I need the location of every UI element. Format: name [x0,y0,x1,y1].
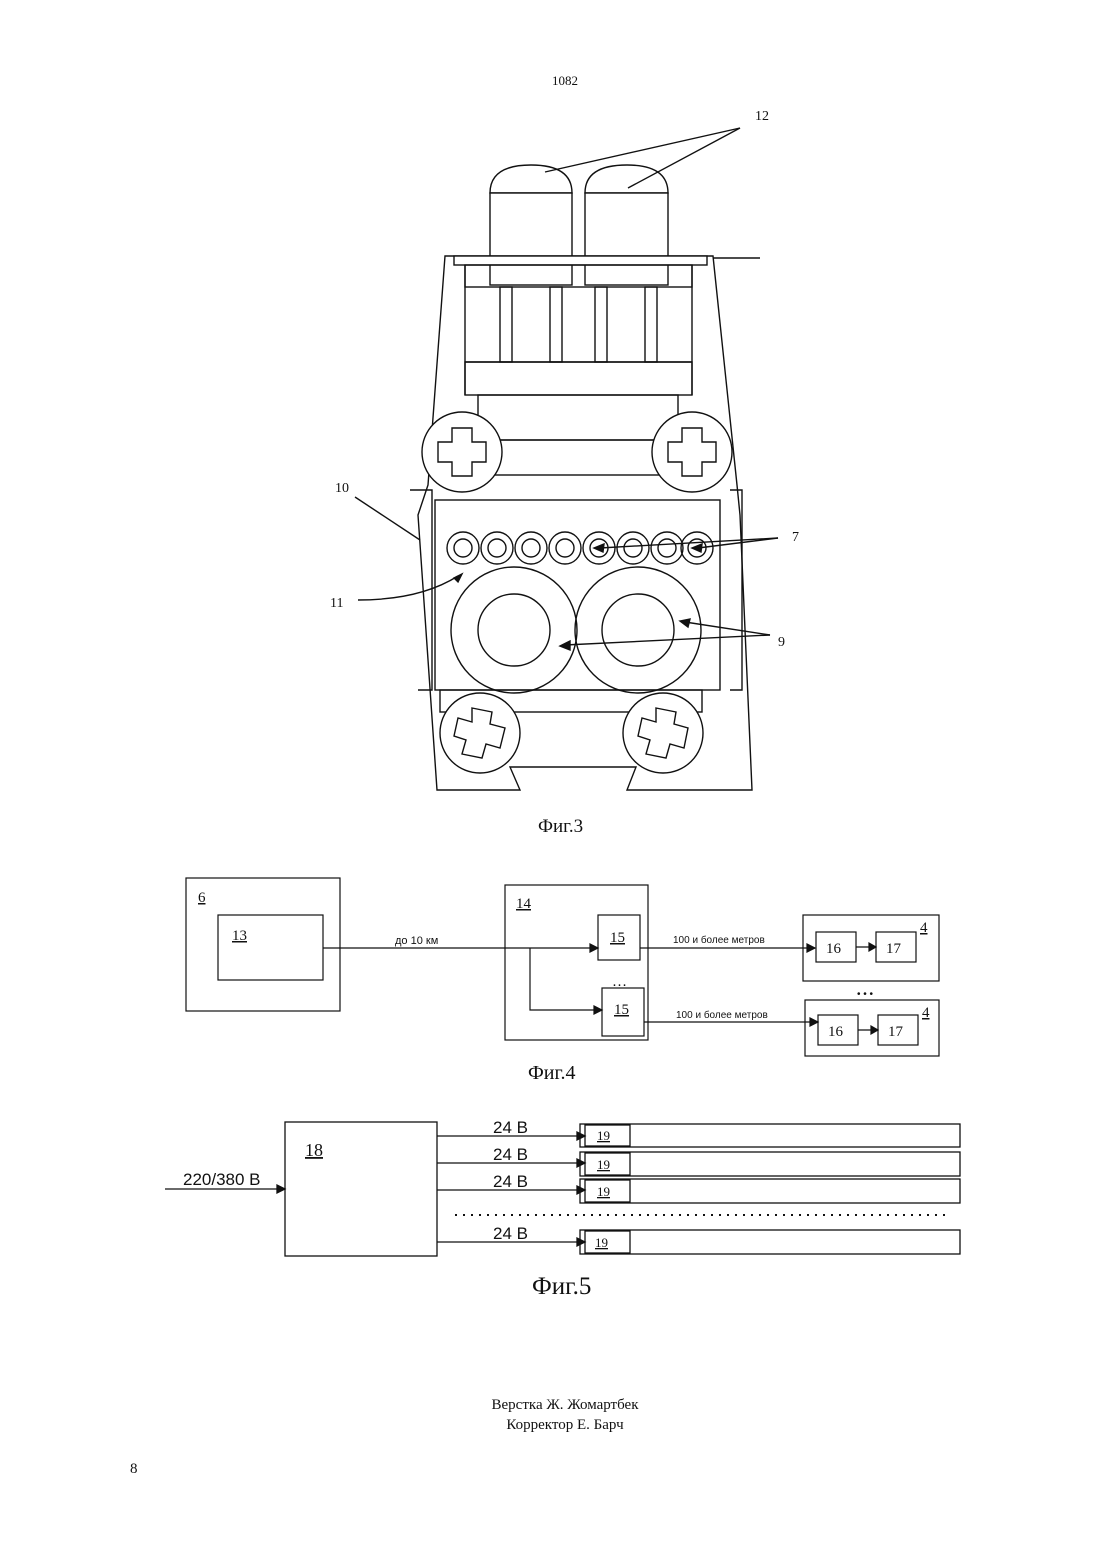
strip-3 [580,1179,960,1203]
branch-to-15 [530,948,602,1010]
label-6: 6 [198,890,206,906]
credits: Верстка Ж. Жомартбек Корректор Е. Барч [350,1395,780,1435]
input-voltage: 220/380 В [183,1170,261,1189]
page-code: 1082 [530,73,600,89]
wheel-bottom-left [440,693,520,773]
distance-top: 100 и более метров [673,934,765,946]
label-17-bottom: 17 [888,1024,904,1040]
distance-bottom: 100 и более метров [676,1009,768,1021]
strip-2 [580,1152,960,1176]
fig3-caption: Фиг.3 [538,816,583,837]
label-15-bottom: 15 [614,1002,629,1018]
top-plate [454,256,707,265]
leader-9a [565,635,770,645]
label-17-top: 17 [886,941,902,957]
label-19-3: 19 [597,1184,610,1199]
voltage-4: 24 В [493,1224,528,1243]
large-roller-right [575,567,701,693]
block-6 [186,878,340,1011]
fig5-caption: Фиг.5 [532,1273,591,1300]
figure-4: 6 13 до 10 км 14 15 15 … 100 и более мет… [150,860,950,1095]
leader-9b [685,622,770,635]
label-15-top: 15 [610,930,625,946]
wheel-top-left [422,412,502,492]
leader-7a [600,538,778,548]
leader-12a [545,128,740,172]
label-10: 10 [335,481,349,496]
voltage-3: 24 В [493,1172,528,1191]
label-16-bottom: 16 [828,1024,844,1040]
block-13 [218,915,323,980]
page-number: 8 [130,1461,138,1478]
label-12: 12 [755,109,769,124]
dots-middle: … [612,974,627,990]
figure-5: 220/380 В 18 24 В 19 24 В 19 24 В 19 24 … [150,1100,980,1305]
dots-right: • • • [857,989,874,1000]
fig4-diagram: 6 13 до 10 км 14 15 15 … 100 и более мет… [150,860,950,1090]
small-rollers [447,532,713,564]
wheel-bottom-right [623,693,703,773]
strip-1 [580,1124,960,1147]
strip-4 [580,1230,960,1254]
label-13: 13 [232,928,247,944]
label-7: 7 [792,530,799,545]
distance-main: до 10 км [395,935,438,947]
wheel-top-right [652,412,732,492]
inner-housing [435,500,720,690]
leader-12b [628,128,740,188]
voltage-2: 24 В [493,1145,528,1164]
cylinder-left [490,165,572,285]
voltage-1: 24 В [493,1118,528,1137]
figure-3: 12 10 7 11 9 Фиг.3 [300,100,820,855]
middle-bracket [478,440,678,475]
upper-bracket [478,395,678,440]
label-19-1: 19 [597,1128,610,1143]
cylinder-right [585,165,668,285]
large-roller-left [451,567,577,693]
leader-10 [355,497,420,540]
fig4-caption: Фиг.4 [528,1062,575,1084]
label-19-4: 19 [595,1235,608,1250]
label-4-top: 4 [920,920,928,936]
credit-corrector: Корректор Е. Барч [350,1415,780,1435]
label-11: 11 [330,596,343,611]
label-14: 14 [516,896,532,912]
credit-layout: Верстка Ж. Жомартбек [350,1395,780,1415]
label-18: 18 [305,1140,323,1160]
label-19-2: 19 [597,1157,610,1172]
label-4-bottom: 4 [922,1005,930,1021]
label-9: 9 [778,635,785,650]
fig5-diagram: 220/380 В 18 24 В 19 24 В 19 24 В 19 24 … [150,1100,980,1300]
fig3-drawing: 12 10 7 11 9 Фиг.3 [300,100,820,850]
label-16-top: 16 [826,941,842,957]
leader-11 [358,576,458,600]
